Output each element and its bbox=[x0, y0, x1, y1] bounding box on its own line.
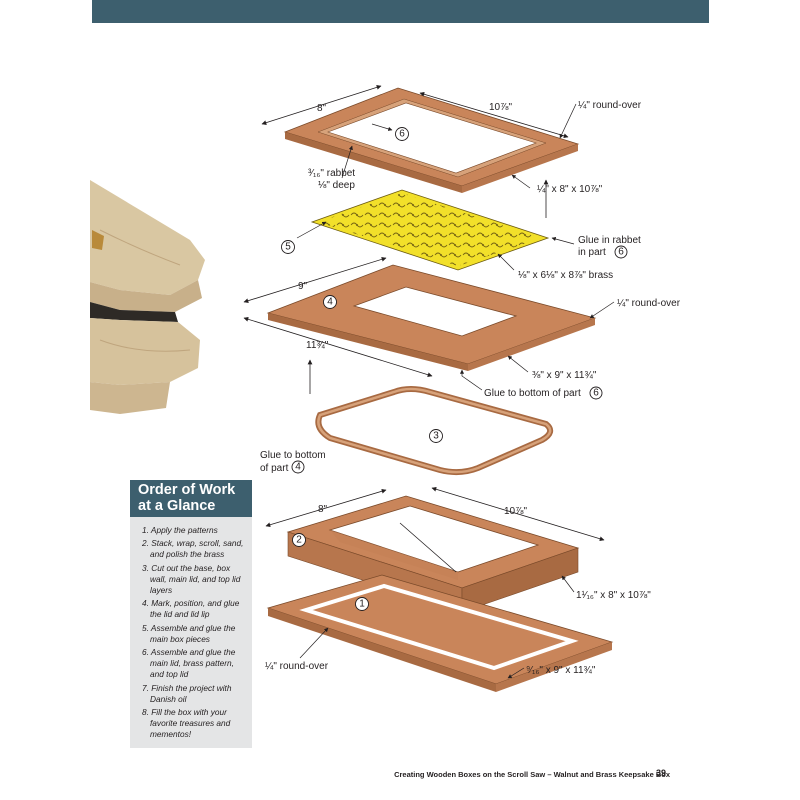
label-p6-length: 10⅞" bbox=[489, 102, 512, 113]
ref-callout-6: 6 bbox=[614, 245, 628, 259]
dimension-lines bbox=[243, 85, 605, 573]
label-p4-width: 9" bbox=[298, 281, 308, 292]
label-glue-rabbet-1: Glue in rabbet bbox=[578, 235, 641, 246]
sidebar-title-line1: Order of Work bbox=[138, 482, 236, 498]
step-item: 1. Apply the patterns bbox=[142, 525, 218, 535]
svg-text:6: 6 bbox=[593, 388, 599, 399]
ref-callout-6b: 6 bbox=[589, 386, 603, 400]
step-item: 4. Mark, position, and glue the lid and … bbox=[142, 598, 240, 620]
label-p4-length: 11¾" bbox=[306, 340, 329, 351]
svg-text:4: 4 bbox=[295, 462, 301, 473]
part-5-brass-pattern bbox=[310, 189, 550, 271]
step-item: 7. Finish the project with Danish oil bbox=[142, 682, 232, 704]
part-callout-5: 5 bbox=[281, 240, 295, 254]
label-glue-bottom-4-2: of part bbox=[260, 463, 289, 474]
part-callout-4: 4 bbox=[323, 295, 337, 309]
label-p1-size: ⁹⁄₁₆" x 9" x 11¾" bbox=[526, 665, 596, 676]
steps-list: 1. Apply the patterns 2. Stack, wrap, sc… bbox=[130, 517, 252, 741]
step-item: 8. Fill the box with your favorite treas… bbox=[142, 707, 231, 740]
page-number: 39 bbox=[656, 768, 667, 778]
label-glue-bottom-6: Glue to bottom of part bbox=[484, 388, 581, 399]
label-p2-length: 10⅞" bbox=[504, 506, 527, 517]
label-p6-roundover: ¼" round-over bbox=[578, 99, 642, 111]
svg-text:3: 3 bbox=[433, 431, 439, 442]
svg-text:4: 4 bbox=[327, 297, 333, 308]
label-brass-size: ⅛" x 6⅛" x 8⅞" brass bbox=[518, 270, 613, 281]
label-p2-size: 1¹⁄₁₆" x 8" x 10⅞" bbox=[576, 590, 651, 601]
svg-text:5: 5 bbox=[285, 242, 291, 253]
svg-text:6: 6 bbox=[399, 129, 405, 140]
label-p6-width: 8" bbox=[317, 103, 327, 114]
label-rabbet-2: ⅛" deep bbox=[318, 180, 355, 191]
leader-lines bbox=[296, 103, 615, 679]
label-p2-width: 8" bbox=[318, 504, 328, 515]
ref-callout-4: 4 bbox=[291, 460, 305, 474]
part-callout-1: 1 bbox=[355, 597, 369, 611]
part-callout-6: 6 bbox=[395, 127, 409, 141]
svg-text:2: 2 bbox=[296, 535, 302, 546]
step-item: 2. Stack, wrap, scroll, sand, and polish… bbox=[142, 538, 244, 560]
sidebar-title-line2: at a Glance bbox=[138, 498, 216, 514]
step-item: 6. Assemble and glue the main lid, brass… bbox=[142, 647, 236, 680]
svg-text:6: 6 bbox=[618, 247, 624, 258]
label-p6-size: ¼" x 8" x 10⅞" bbox=[537, 183, 603, 195]
step-item: 3. Cut out the base, box wall, main lid,… bbox=[142, 562, 241, 596]
label-p4-size: ⅜" x 9" x 11¾" bbox=[532, 370, 597, 381]
part-3-lid-lip bbox=[315, 386, 554, 476]
header-bar bbox=[92, 0, 709, 23]
label-rabbet-1: ³⁄₁₆" rabbet bbox=[308, 168, 355, 179]
label-glue-rabbet-2: in part bbox=[578, 247, 606, 258]
footer-running-title: Creating Wooden Boxes on the Scroll Saw … bbox=[394, 770, 670, 779]
sidebar-title: Order of Work at a Glance bbox=[130, 480, 252, 517]
order-of-work-sidebar: Order of Work at a Glance 1. Apply the p… bbox=[130, 480, 252, 748]
part-callout-2: 2 bbox=[292, 533, 306, 547]
svg-text:1: 1 bbox=[359, 599, 365, 610]
step-item: 5. Assemble and glue the main box pieces bbox=[142, 622, 236, 644]
box-photo bbox=[90, 180, 205, 414]
label-glue-bottom-4-1: Glue to bottom bbox=[260, 450, 326, 461]
label-p1-roundover: ¼" round-over bbox=[265, 660, 329, 672]
label-p4-roundover: ¼" round-over bbox=[617, 297, 681, 309]
part-callout-3: 3 bbox=[429, 429, 443, 443]
